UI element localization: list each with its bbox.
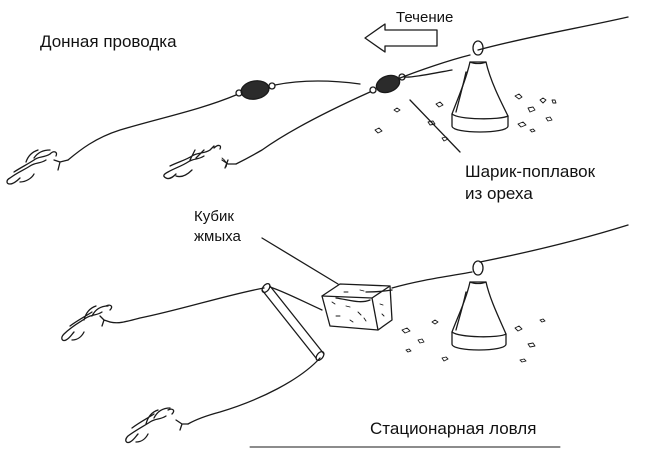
top-rig bbox=[6, 16, 629, 185]
left-arrow-icon bbox=[364, 23, 438, 53]
top-feed-line bbox=[403, 69, 453, 78]
float-label-line2: из ореха bbox=[465, 184, 533, 203]
worm-icon bbox=[163, 144, 237, 180]
top-main-line bbox=[477, 16, 629, 51]
bottom-leader-upper bbox=[109, 287, 265, 324]
nut-float-icon bbox=[369, 73, 406, 94]
top-title: Донная проводка bbox=[40, 32, 177, 51]
cake-cube-icon bbox=[321, 283, 393, 331]
bell-sinker-icon bbox=[451, 40, 509, 133]
tube-boom-icon bbox=[261, 282, 325, 362]
bottom-rig bbox=[61, 224, 629, 444]
bottom-main-line bbox=[479, 224, 629, 263]
worm-icon bbox=[125, 407, 189, 444]
cake-label-line2: жмыха bbox=[194, 228, 241, 245]
nut-float-icon bbox=[235, 80, 361, 100]
cake-line bbox=[365, 289, 393, 293]
current-label: Течение bbox=[396, 9, 454, 26]
worm-icon bbox=[61, 304, 113, 342]
bottom-title: Стационарная ловля bbox=[370, 419, 537, 438]
bottom-main-line-2 bbox=[391, 271, 473, 289]
top-leader-right bbox=[235, 91, 371, 165]
top-leader-left bbox=[67, 94, 237, 161]
cake-label-line1: Кубик bbox=[194, 208, 234, 225]
bottom-leader-lower bbox=[187, 357, 321, 425]
bell-sinker-icon bbox=[451, 260, 507, 351]
sand-pebbles bbox=[401, 318, 546, 363]
float-pointer-line bbox=[409, 99, 461, 153]
sand-pebbles bbox=[374, 93, 557, 142]
cake-pointer-line bbox=[261, 237, 339, 285]
worm-icon bbox=[6, 149, 69, 185]
top-main-line-2 bbox=[394, 54, 471, 81]
bottom-connector bbox=[269, 286, 323, 311]
float-label-line1: Шарик-поплавок bbox=[465, 162, 596, 181]
